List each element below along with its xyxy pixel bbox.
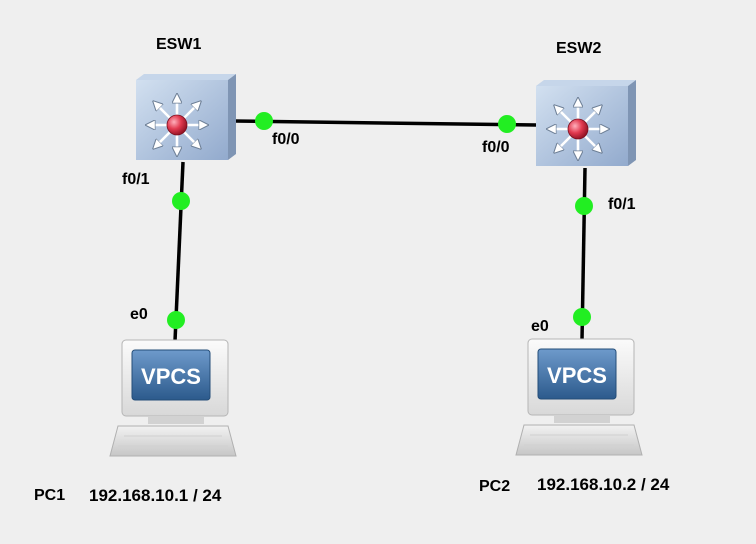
port-label-esw1-f0-0: f0/0 (272, 131, 300, 148)
ip-address-pc2: 192.168.10.2 / 24 (537, 475, 670, 494)
vpcs-screen-label: VPCS (547, 363, 607, 388)
port-status-pc2-e0 (573, 308, 591, 326)
port-status-esw2-f0-0 (498, 115, 516, 133)
port-label-pc2-e0: e0 (531, 318, 549, 335)
device-label-pc2: PC2 (479, 478, 511, 495)
multilayer-switch-icon (147, 95, 207, 155)
port-label-pc1-e0: e0 (130, 306, 148, 323)
switch-esw2[interactable] (536, 80, 636, 166)
vpcs-screen-label: VPCS (141, 364, 201, 389)
port-label-esw2-f0-0: f0/0 (482, 139, 510, 156)
device-label-pc1: PC1 (34, 487, 66, 504)
port-status-pc1-e0 (167, 311, 185, 329)
port-status-esw1-f0-0 (255, 112, 273, 130)
port-label-esw2-f0-1: f0/1 (608, 196, 636, 213)
ip-address-pc1: 192.168.10.1 / 24 (89, 486, 222, 505)
switch-esw1[interactable] (136, 74, 236, 160)
device-label-esw1: ESW1 (156, 36, 202, 53)
computer-pc1[interactable]: VPCS (109, 339, 237, 457)
port-status-esw1-f0-1 (172, 192, 190, 210)
computer-pc2[interactable]: VPCS (515, 338, 643, 456)
link-esw1-esw2[interactable] (233, 119, 537, 127)
multilayer-switch-icon (548, 99, 608, 159)
port-label-esw1-f0-1: f0/1 (122, 171, 150, 188)
device-label-esw2: ESW2 (556, 40, 602, 57)
port-status-esw2-f0-1 (575, 197, 593, 215)
